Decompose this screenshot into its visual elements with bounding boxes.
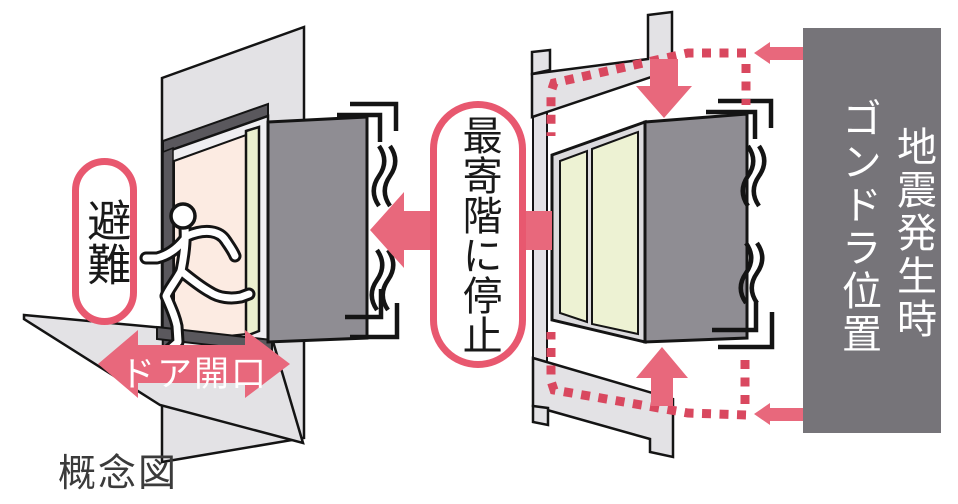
arrow-from-panel-bottom: [754, 403, 803, 425]
door-opening-label: ドア開口: [119, 355, 268, 395]
diagram-caption: 概念図: [58, 451, 179, 495]
gondola-side-panel: [643, 112, 749, 344]
open-door-leaf: [244, 125, 261, 338]
arrow-down-to-nearest-floor: [636, 59, 692, 118]
dotted-path-top: [546, 48, 746, 136]
bottom-floor-beam-tab: [531, 404, 550, 427]
vibration-marks-right-icon: [706, 98, 775, 350]
earthquake-gondola-position-panel: 地震発生時 ゴンドラ位置: [803, 28, 941, 433]
panel-line-gondola-position: ゴンドラ位置: [835, 98, 881, 356]
evacuation-label: 避難: [79, 197, 131, 286]
gondola-door-left: [559, 149, 588, 324]
running-person-icon: [139, 202, 256, 356]
arrow-from-panel-top: [754, 42, 803, 64]
gondola-position-dotted-path: [546, 48, 751, 420]
top-floor-beam: [530, 10, 674, 119]
nearest-floor-stop-capsule: 最寄階に停止: [430, 101, 526, 368]
dotted-path-bottom: [546, 332, 747, 420]
nearest-floor-stop-label: 最寄階に停止: [455, 114, 502, 355]
door-opening-arrow: [98, 330, 290, 398]
panel-line-earthquake: 地震発生時: [890, 126, 936, 341]
evacuation-label-capsule: 避難: [72, 158, 137, 325]
arrow-up-to-nearest-floor: [636, 347, 688, 406]
vibration-marks-left-icon: [337, 101, 400, 340]
gondola-door-right: [591, 130, 639, 336]
elevator-car-left-side: [266, 115, 369, 344]
top-floor-beam-tab: [530, 48, 552, 76]
